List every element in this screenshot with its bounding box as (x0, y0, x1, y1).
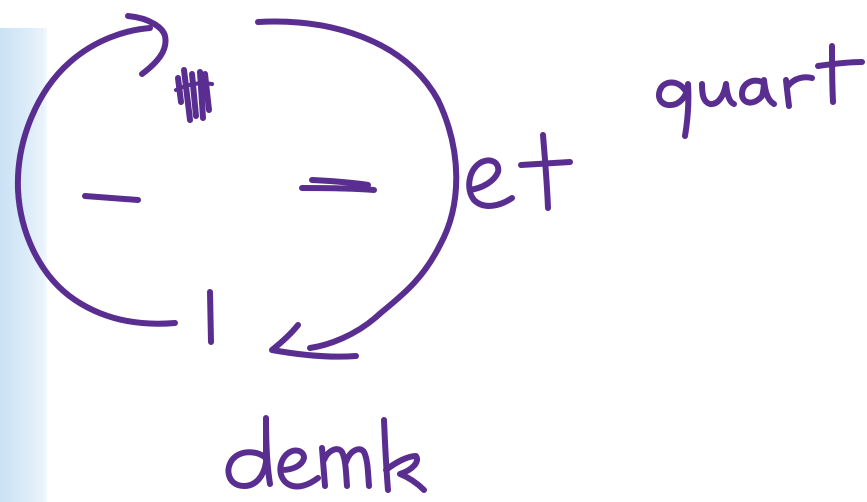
word-demk-k (381, 417, 427, 493)
right-dash (299, 177, 377, 193)
cycle-arrowhead-top (125, 13, 169, 77)
panel-top-gap (0, 0, 46, 28)
cycle-arrowhead-bottom (269, 322, 359, 360)
word-demk-m (319, 445, 372, 489)
cycle-arc-right (255, 18, 460, 351)
left-dash (82, 193, 141, 203)
word-quart-a (739, 77, 777, 107)
word-et-t (518, 132, 573, 211)
word-quart-r (783, 74, 815, 109)
bottom-tick (207, 289, 214, 345)
word-demk-d (225, 415, 273, 489)
word-demk-e (277, 447, 321, 490)
word-quart-u (699, 81, 737, 108)
word-quart-t (815, 43, 865, 105)
word-quart-q (656, 79, 692, 139)
top-tally-mark (175, 67, 212, 123)
word-et-e (466, 157, 515, 209)
cycle-arc-left (14, 25, 178, 327)
top-tally-mark-bar (174, 81, 214, 92)
